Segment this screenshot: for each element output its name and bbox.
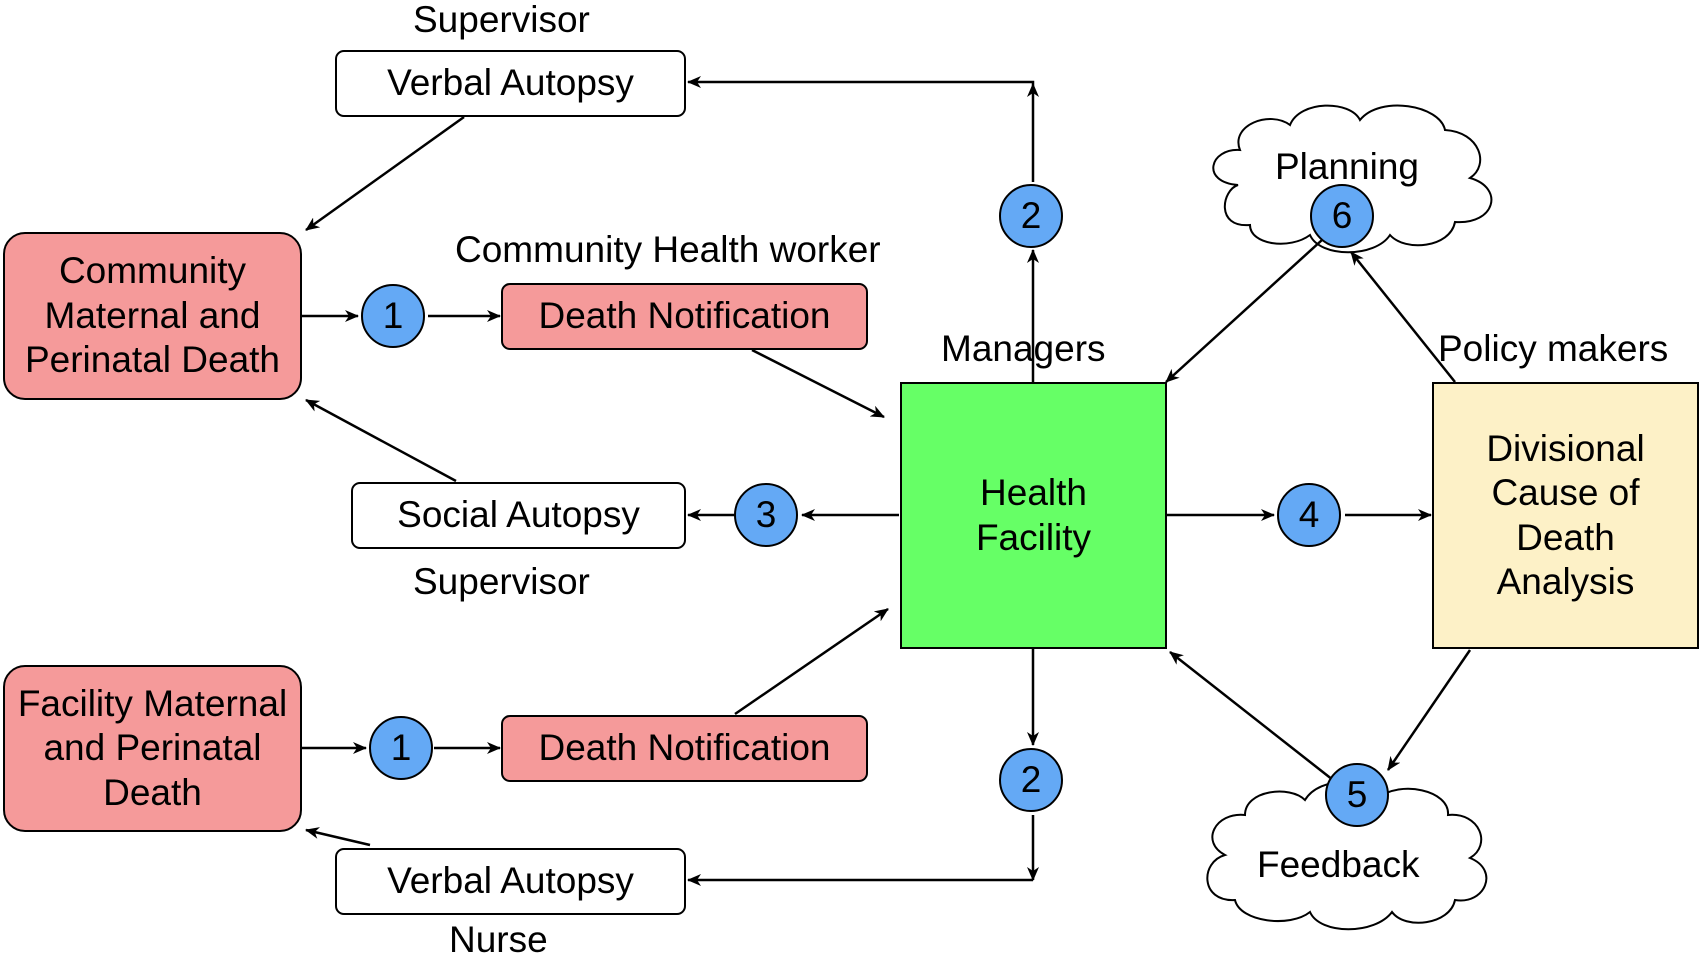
verbal-autopsy-top-text: Verbal Autopsy [387, 62, 634, 104]
death-notification-top-text: Death Notification [538, 295, 831, 337]
supervisor-mid-label: Supervisor [413, 561, 590, 602]
feedback-label: Feedback [1257, 844, 1420, 885]
planning-cloud [1212, 104, 1493, 254]
step-1-bottom-circle: 1 [369, 716, 433, 780]
nurse-label: Nurse [449, 919, 548, 960]
step-4-circle: 4 [1277, 483, 1341, 547]
verbal-autopsy-top-box: Verbal Autopsy [335, 50, 686, 117]
step-6-circle: 6 [1310, 184, 1374, 248]
health-facility-box: Health Facility [900, 382, 1167, 649]
step-3-circle: 3 [734, 483, 798, 547]
social-autopsy-text: Social Autopsy [397, 494, 640, 536]
feedback-cloud [1206, 781, 1488, 931]
social-autopsy-box: Social Autopsy [351, 482, 686, 549]
step-2-top-circle: 2 [999, 184, 1063, 248]
divisional-analysis-text: Divisional Cause of Death Analysis [1486, 427, 1645, 602]
health-facility-text: Health Facility [975, 472, 1092, 558]
managers-label: Managers [941, 328, 1106, 369]
facility-death-box: Facility Maternal and Perinatal Death [3, 665, 302, 832]
planning-label: Planning [1275, 146, 1420, 187]
death-notification-bottom-text: Death Notification [538, 727, 831, 769]
divisional-analysis-box: Divisional Cause of Death Analysis [1432, 382, 1699, 649]
policy-makers-label: Policy makers [1438, 328, 1669, 369]
death-notification-top-box: Death Notification [501, 283, 868, 350]
facility-death-text: Facility Maternal and Perinatal Death [17, 682, 288, 813]
community-health-worker-label: Community Health worker [455, 229, 881, 270]
death-notification-bottom-box: Death Notification [501, 715, 868, 782]
step-1-top-circle: 1 [361, 284, 425, 348]
verbal-autopsy-bottom-text: Verbal Autopsy [387, 860, 634, 902]
step-2-bottom-circle: 2 [999, 748, 1063, 812]
community-death-box: Community Maternal and Perinatal Death [3, 232, 302, 400]
verbal-autopsy-bottom-box: Verbal Autopsy [335, 848, 686, 915]
step-5-circle: 5 [1325, 763, 1389, 827]
supervisor-top-label: Supervisor [413, 0, 590, 40]
community-death-text: Community Maternal and Perinatal Death [24, 250, 281, 381]
